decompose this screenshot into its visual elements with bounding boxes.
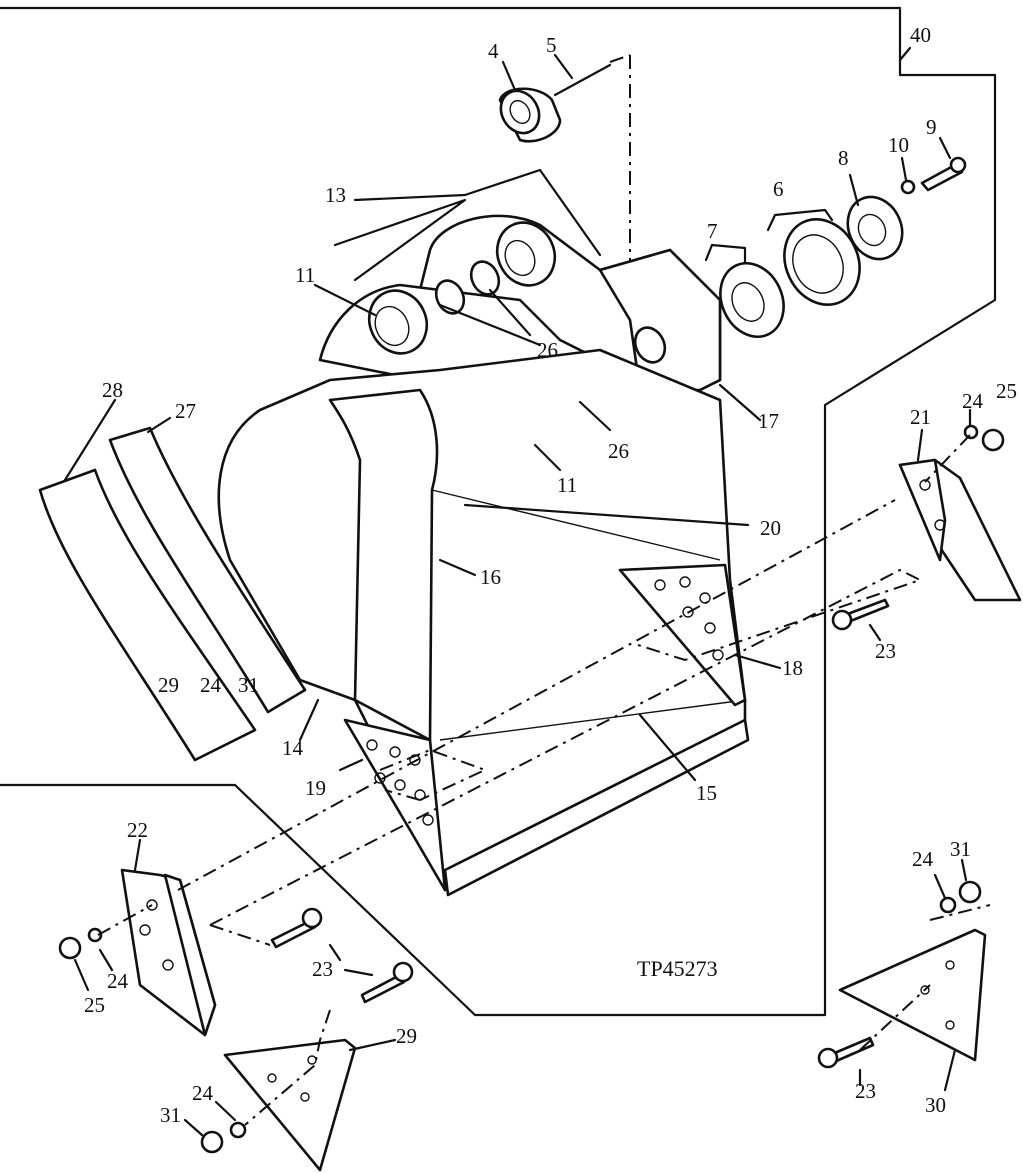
callout-29-strip: 29 <box>158 673 179 697</box>
callout-23-middle: 23 <box>312 957 333 981</box>
group-boundary-outline <box>0 6 997 1017</box>
callout-25-upper-right: 25 <box>996 379 1017 403</box>
callout-9: 9 <box>926 115 937 139</box>
callout-24-strip: 24 <box>200 673 222 697</box>
callout-23-upper-right: 23 <box>875 639 896 663</box>
callout-24-lower-right: 24 <box>912 847 934 871</box>
callout-8: 8 <box>838 146 849 170</box>
callout-21: 21 <box>910 405 931 429</box>
callout-24-left: 24 <box>107 969 129 993</box>
triangle-plate-parts <box>223 928 987 1172</box>
callout-25-left: 25 <box>84 993 105 1017</box>
callout-labels: 40 4 5 9 10 8 6 7 13 11 26 26 11 17 28 2… <box>84 23 1017 1127</box>
callout-22: 22 <box>127 818 148 842</box>
callout-26-right: 26 <box>608 439 629 463</box>
callout-7: 7 <box>707 219 718 243</box>
callout-31-bottom: 31 <box>160 1103 181 1127</box>
callout-11-top: 11 <box>295 263 315 287</box>
callout-20: 20 <box>760 516 781 540</box>
callout-10: 10 <box>888 133 909 157</box>
callout-5: 5 <box>546 33 557 57</box>
drawing-reference-number: TP45273 <box>637 956 718 981</box>
wear-strip-parts <box>38 426 307 762</box>
bucket-body <box>217 348 750 897</box>
callout-26-top: 26 <box>537 338 558 362</box>
callout-14: 14 <box>282 736 304 760</box>
callout-31-lower-right: 31 <box>950 837 971 861</box>
fastener-parts <box>58 424 1005 1154</box>
callout-31-strip: 31 <box>238 673 259 697</box>
pin-part <box>498 54 631 143</box>
callout-40: 40 <box>910 23 931 47</box>
callout-23-lower-right: 23 <box>855 1079 876 1103</box>
callout-19: 19 <box>305 776 326 800</box>
leader-lines <box>63 46 991 1137</box>
callout-16: 16 <box>480 565 501 589</box>
callout-24-bottom: 24 <box>192 1081 214 1105</box>
callout-27: 27 <box>175 399 196 423</box>
callout-17: 17 <box>758 409 779 433</box>
callout-30: 30 <box>925 1093 946 1117</box>
callout-11-bottom: 11 <box>557 473 577 497</box>
callout-24-upper-right: 24 <box>962 389 984 413</box>
callout-13: 13 <box>325 183 346 207</box>
callout-18: 18 <box>782 656 803 680</box>
callout-4: 4 <box>488 39 499 63</box>
callout-6: 6 <box>773 177 784 201</box>
callout-15: 15 <box>696 781 717 805</box>
side-cutter-parts <box>120 458 1022 1037</box>
shim-stack-parts <box>719 156 967 338</box>
callout-29-plate: 29 <box>396 1024 417 1048</box>
callout-28: 28 <box>102 378 123 402</box>
